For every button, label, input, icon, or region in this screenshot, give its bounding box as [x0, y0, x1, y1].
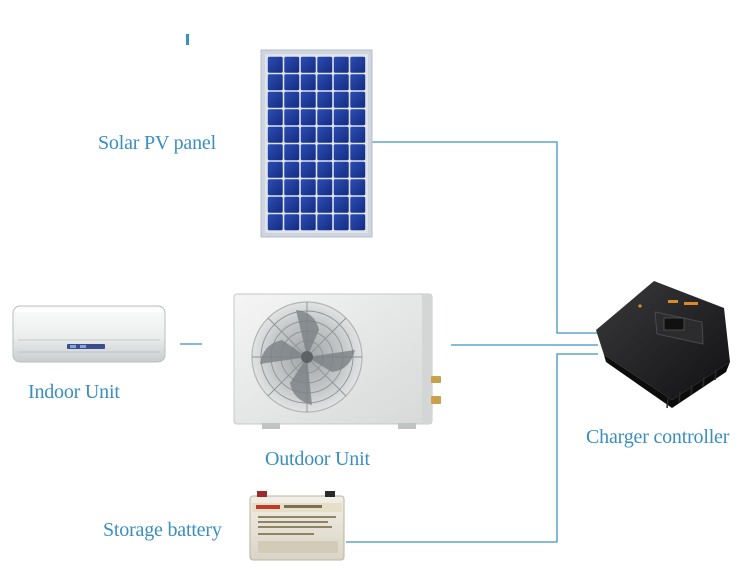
solar-cell: [267, 126, 283, 143]
solar-cell: [333, 109, 349, 126]
label-solar-pv-panel: Solar PV panel: [98, 132, 216, 154]
solar-cell: [300, 214, 316, 231]
solar-cell: [284, 161, 300, 178]
solar-cell: [350, 144, 366, 161]
solar-cell: [350, 161, 366, 178]
solar-cell: [350, 126, 366, 143]
solar-cell: [267, 214, 283, 231]
solar-cell: [317, 91, 333, 108]
solar-cell: [267, 196, 283, 213]
wiring: [180, 141, 598, 543]
solar-cell: [350, 179, 366, 196]
solar-cell: [333, 126, 349, 143]
label-outdoor-unit: Outdoor Unit: [265, 448, 370, 470]
solar-cell: [333, 56, 349, 73]
solar-cell: [333, 74, 349, 91]
solar-cell: [333, 91, 349, 108]
solar-cell: [300, 179, 316, 196]
solar-cell: [267, 74, 283, 91]
label-storage-battery: Storage battery: [103, 519, 222, 541]
solar-cell: [267, 144, 283, 161]
solar-cell: [350, 56, 366, 73]
battery-icon: [249, 491, 345, 561]
solar-cell: [333, 179, 349, 196]
solar-cell: [317, 214, 333, 231]
solar-cell: [317, 144, 333, 161]
solar-cell: [317, 74, 333, 91]
solar-cell: [300, 56, 316, 73]
solar-cell: [350, 91, 366, 108]
solar-cell: [333, 161, 349, 178]
solar-cell: [284, 56, 300, 73]
solar-cell: [284, 109, 300, 126]
solar-cell: [300, 74, 316, 91]
solar-cell: [350, 109, 366, 126]
solar-cell: [284, 214, 300, 231]
solar-cell: [333, 196, 349, 213]
solar-panel-icon: [260, 49, 373, 238]
wire-battery-to-controller: [346, 353, 598, 543]
solar-cell: [317, 161, 333, 178]
label-charger-controller: Charger controller: [586, 426, 730, 448]
outdoor-ac-unit-icon: [233, 293, 441, 429]
solar-cell: [284, 179, 300, 196]
solar-cell: [284, 74, 300, 91]
stray-mark: [186, 34, 189, 45]
solar-cell: [317, 196, 333, 213]
solar-cell: [284, 91, 300, 108]
solar-cell: [267, 91, 283, 108]
solar-cell: [267, 161, 283, 178]
solar-cell: [267, 56, 283, 73]
solar-cell: [267, 109, 283, 126]
indoor-ac-unit-icon: [12, 305, 166, 363]
solar-cell: [350, 214, 366, 231]
solar-cell: [300, 91, 316, 108]
solar-cell: [300, 196, 316, 213]
solar-cell: [300, 161, 316, 178]
solar-cell: [317, 126, 333, 143]
label-indoor-unit: Indoor Unit: [28, 381, 120, 403]
solar-cell: [284, 144, 300, 161]
wire-solar-to-controller: [372, 141, 598, 334]
solar-cell: [333, 144, 349, 161]
solar-cell: [317, 179, 333, 196]
solar-cell: [284, 126, 300, 143]
solar-cell: [350, 196, 366, 213]
solar-cell: [317, 56, 333, 73]
charge-controller-icon: [596, 281, 730, 409]
solar-cell: [333, 214, 349, 231]
solar-cell: [350, 74, 366, 91]
solar-cell: [300, 109, 316, 126]
solar-cell: [267, 179, 283, 196]
solar-cell: [300, 144, 316, 161]
solar-cell: [317, 109, 333, 126]
solar-cell: [284, 196, 300, 213]
solar-cell: [300, 126, 316, 143]
solar-cells: [267, 56, 366, 231]
